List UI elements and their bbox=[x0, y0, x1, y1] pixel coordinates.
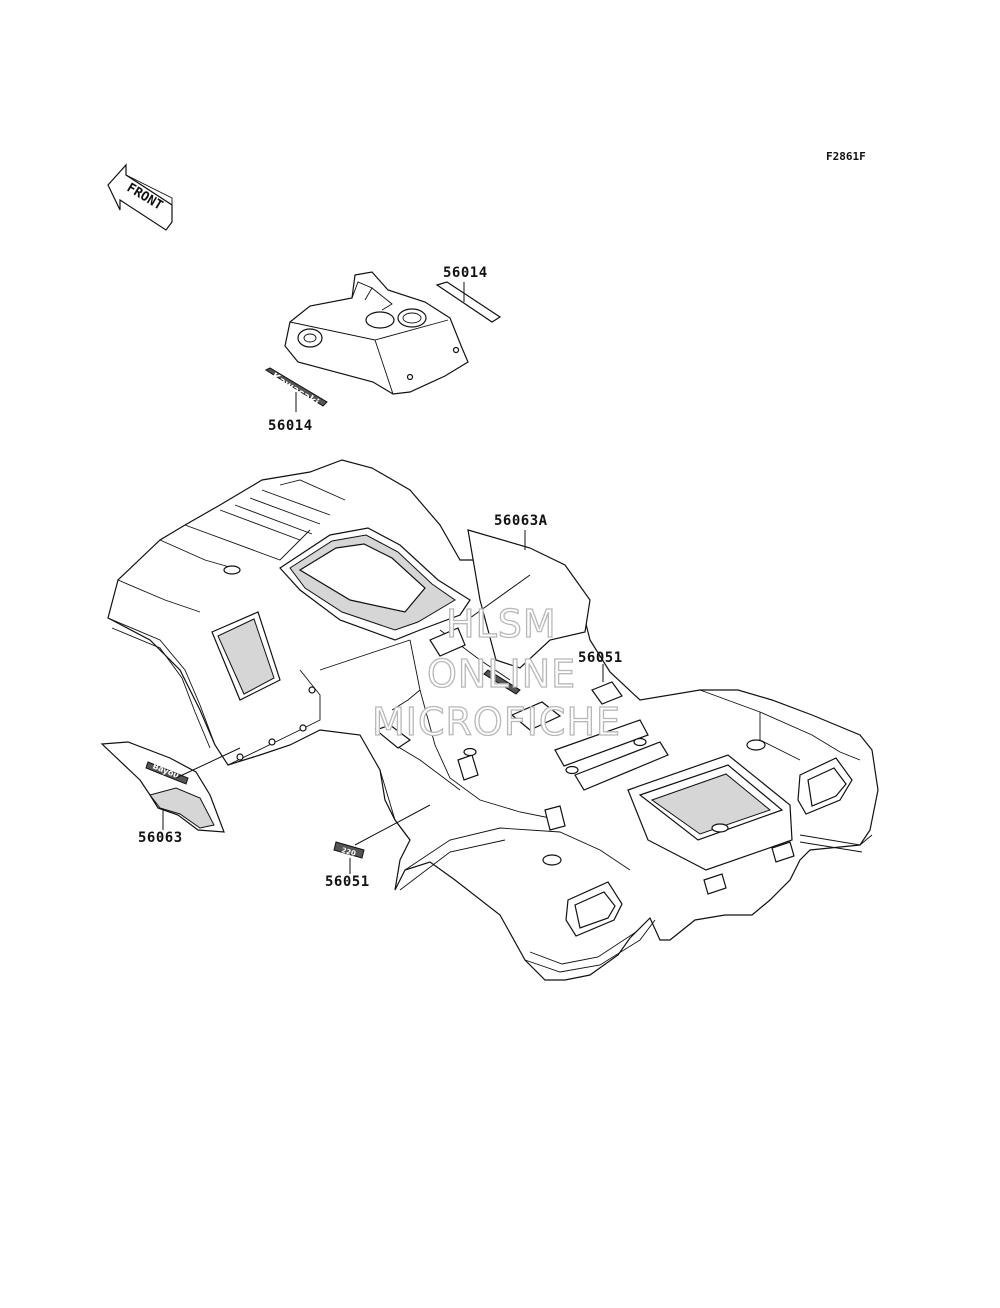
watermark-line-1: HLSM bbox=[446, 602, 557, 646]
figure-code: F2861F bbox=[826, 150, 866, 163]
handlebar-cover bbox=[284, 271, 469, 395]
lower-decal-label: 56014 bbox=[268, 418, 313, 434]
rear-side-decal-label: 56063A bbox=[494, 513, 548, 529]
watermark: HLSM ONLINE MICROFICHE bbox=[371, 601, 621, 744]
front-side-decal-label: 56063 bbox=[138, 830, 183, 846]
front-emblem: 220 56051 bbox=[325, 804, 431, 890]
front-side-decal: Bayou 56063 bbox=[100, 741, 241, 846]
fender-assembly bbox=[107, 459, 879, 981]
upper-decal-strip: 56014 bbox=[435, 265, 502, 323]
kawasaki-logo-text: Kawasaki bbox=[269, 371, 320, 409]
kawasaki-decal: Kawasaki 56014 bbox=[264, 367, 328, 434]
front-emblem-label: 56051 bbox=[325, 874, 370, 890]
rear-emblem-label: 56051 bbox=[578, 650, 623, 666]
watermark-line-3: MICROFICHE bbox=[372, 700, 621, 744]
front-arrow-icon: FRONT bbox=[107, 163, 173, 231]
rear-side-decal: 56063A bbox=[467, 513, 591, 669]
upper-decal-label: 56014 bbox=[443, 265, 488, 281]
watermark-line-2: ONLINE bbox=[427, 652, 576, 696]
model-badge-text: 220 bbox=[340, 846, 356, 858]
rear-emblem: 56051 bbox=[483, 650, 623, 705]
